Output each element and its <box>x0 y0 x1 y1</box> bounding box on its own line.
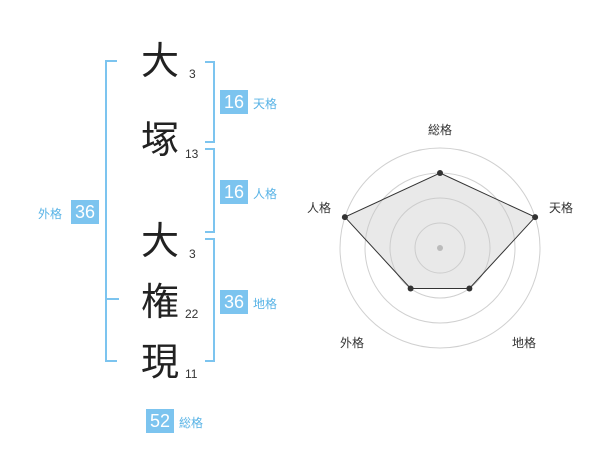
gaikaku-label: 外格 <box>38 207 63 221</box>
tenkaku-value: 16 <box>220 90 248 114</box>
name-char-4: 権 <box>141 280 180 324</box>
gaikaku-bracket <box>105 60 117 362</box>
jinkaku-value: 16 <box>220 180 248 204</box>
chikaku-bracket <box>205 238 215 362</box>
soukaku-value: 52 <box>146 409 174 433</box>
radar-point-1 <box>437 170 443 176</box>
stroke-count-4: 22 <box>185 307 199 321</box>
radar-points <box>341 170 539 292</box>
gaikaku-tick <box>105 298 119 300</box>
tenkaku-label: 天格 <box>253 97 278 111</box>
name-char-3: 大 <box>141 219 180 263</box>
stroke-count-2: 13 <box>185 147 199 161</box>
stroke-count-5: 11 <box>185 367 198 381</box>
radar-axis-label-5: 人格 <box>307 200 331 215</box>
radar-point-3 <box>466 285 473 292</box>
name-char-2: 塚 <box>141 118 180 162</box>
chikaku-value: 36 <box>220 290 248 314</box>
radar-axis-label-4: 外格 <box>340 335 364 350</box>
stroke-count-3: 3 <box>189 247 196 261</box>
jinkaku-bracket <box>205 148 215 233</box>
stroke-count-1: 3 <box>189 67 196 81</box>
radar-point-5 <box>341 214 348 221</box>
soukaku-label: 総格 <box>179 416 204 430</box>
name-char-5: 現 <box>141 340 180 384</box>
chikaku-label: 地格 <box>253 297 278 311</box>
radar-axis-label-1: 総格 <box>428 122 452 137</box>
jinkaku-label: 人格 <box>253 187 278 201</box>
name-char-1: 大 <box>141 39 180 83</box>
fortune-radar-chart: 総格 天格 地格 外格 人格 <box>307 122 573 350</box>
radar-value-polygon <box>344 172 536 289</box>
radar-point-4 <box>407 285 414 292</box>
radar-axis-label-2: 天格 <box>549 200 573 215</box>
radar-axis-label-3: 地格 <box>512 335 536 350</box>
tenkaku-bracket <box>205 61 215 143</box>
gaikaku-value: 36 <box>71 200 99 224</box>
radar-point-2 <box>532 214 539 221</box>
radar-center-dot <box>437 245 443 251</box>
